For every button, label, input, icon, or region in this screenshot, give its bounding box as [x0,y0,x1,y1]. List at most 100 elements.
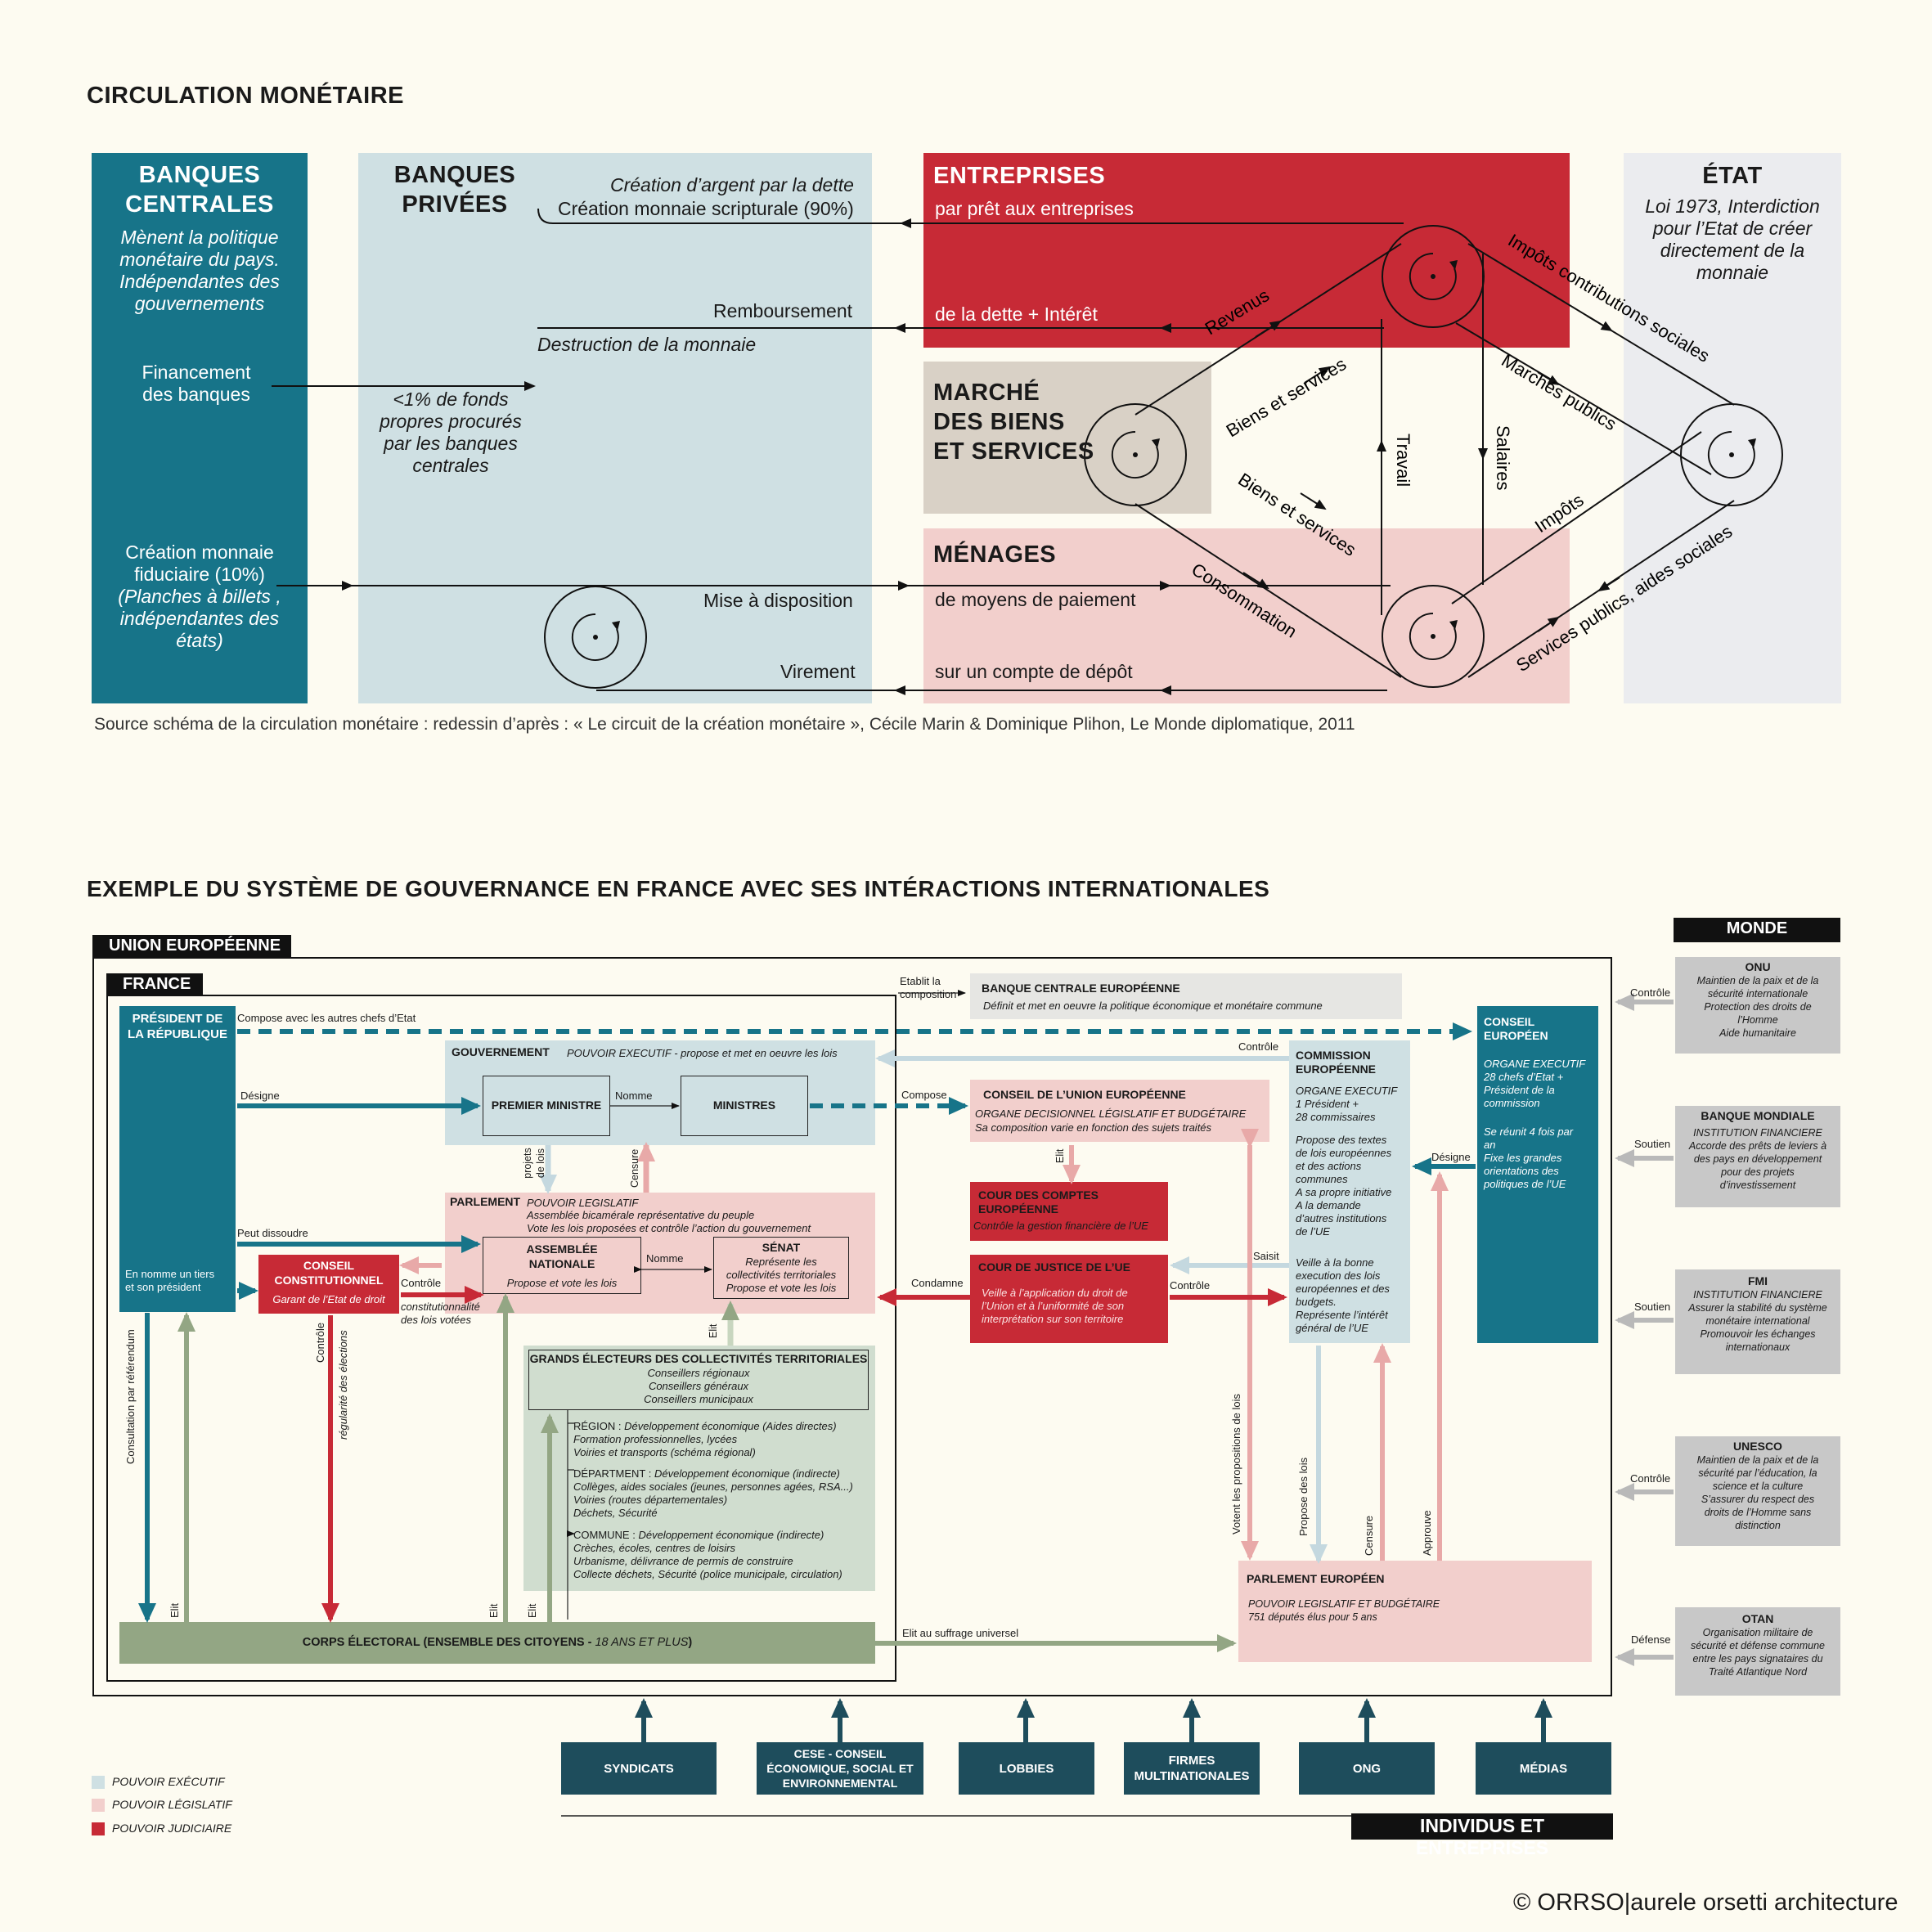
menages-compte: sur un compte de dépôt [935,661,1133,682]
individus-ong: ONG [1299,1742,1435,1795]
flow-label-services-publics: Services publics, aides sociales [1512,521,1736,676]
bp-title: BANQUES PRIVÉES [393,162,516,218]
individus-medias: MÉDIAS [1476,1742,1611,1795]
ge-dept: DÉPARTMENT : Développement économique (i… [573,1467,853,1519]
label-controle-cj: Contrôle [1170,1279,1211,1292]
legend-judiciaire: POUVOIR JUDICIAIRE [112,1822,232,1835]
ministres-box [681,1076,808,1136]
pe-block [1238,1561,1592,1662]
commission-title: COMMISSION EUROPÉENNE [1296,1049,1377,1076]
menages-moyens: de moyens de paiement [935,589,1136,610]
monde-unesco: UNESCO Maintien de la paix et de la sécu… [1675,1436,1840,1546]
flow-label-marches-publics: Marchés publics [1498,350,1620,434]
bce-block [970,973,1402,1019]
individus-syndicats: SYNDICATS [561,1742,717,1795]
bc-financement: Financement des banques [142,362,251,405]
label-projets-lois: projets de lois [522,1148,546,1179]
ccomptes-desc: Contrôle la gestion financière de l’UE [973,1220,1148,1232]
source-note: Source schéma de la circulation monétair… [94,715,1355,734]
flow-label-travail: Travail [1393,434,1413,487]
senat-title: SÉNAT [762,1241,801,1254]
president-block [119,1006,236,1312]
parlement-title: PARLEMENT [450,1195,521,1208]
entreprises-panel [923,153,1570,348]
unesco-desc: Maintien de la paix et de la sécurité pa… [1696,1454,1819,1531]
pe-title: PARLEMENT EUROPÉEN [1247,1572,1385,1585]
bp-remboursement: Remboursement [713,300,853,321]
pe-desc: POUVOIR LEGISLATIF ET BUDGÉTAIRE 751 dép… [1248,1598,1440,1623]
cjustice-title: COUR DE JUSTICE DE L’UE [978,1260,1130,1274]
parlement-sub: POUVOIR LEGISLATIF [527,1197,639,1209]
bc-creation-italic: (Planches à billets , indépendantes des … [118,586,281,651]
label-elit-an: Elit [488,1603,500,1618]
pm-box [483,1076,610,1136]
monde-banque-mondiale: BANQUE MONDIALE INSTITUTION FINANCIERE A… [1675,1106,1840,1207]
monde-tag: MONDE [1674,918,1840,942]
bc-creation: Création monnaie fiduciaire (10%) [125,541,274,585]
monetary-flow-arrows: Revenus Biens et services Biens et servi… [272,208,1783,695]
onu-title: ONU [1745,960,1771,973]
copyright: © ORRSO|aurele orsetti architecture [1513,1889,1898,1916]
unesco-title: UNESCO [1733,1440,1782,1453]
etat-panel [1624,153,1841,703]
ge-title: GRANDS ÉLECTEURS DES COLLECTIVITÉS TERRI… [529,1352,868,1365]
legend-executif: POUVOIR EXÉCUTIF [112,1775,225,1788]
parlement-desc: Assemblée bicamérale représentative du p… [527,1209,811,1234]
an-box [483,1237,641,1294]
cc-desc: Garant de l’Etat de droit [272,1293,385,1305]
ue-tag: UNION EUROPÉENNE [92,935,291,959]
label-compose-chefs: Compose avec les autres chefs d’Etat [237,1012,416,1024]
monde-onu: ONU Maintien de la paix et de la sécurit… [1675,957,1840,1054]
label-controle-commission: Contrôle [1238,1040,1279,1053]
ge-header-box [528,1350,869,1410]
label-monde-unesco: Contrôle [1630,1472,1671,1485]
flow-label-biens1: Biens et services [1223,353,1350,441]
bp-mise-disposition: Mise à disposition [703,590,853,611]
menages-panel [923,528,1570,703]
label-monde-onu: Contrôle [1630,986,1671,999]
bc-title: BANQUES CENTRALES [125,162,274,218]
otan-desc: Organisation militaire de sécurité et dé… [1691,1627,1825,1678]
legend-swatch-judiciaire [92,1822,105,1835]
corps-electoral-block [119,1622,875,1664]
flow-label-biens2: Biens et services [1234,469,1359,560]
cc-block [258,1255,399,1314]
france-tag: FRANCE [106,973,203,996]
label-referendum: Consultation par référendum [124,1329,137,1464]
conseil-eu-title: CONSEIL EUROPÉEN [1484,1015,1548,1042]
section-title-gouvernance: EXEMPLE DU SYSTÈME DE GOUVERNANCE EN FRA… [87,876,1270,901]
gouvernement-title: GOUVERNEMENT [452,1045,550,1058]
bm-desc: INSTITUTION FINANCIERE Accorde des prêts… [1688,1127,1827,1191]
corps-electoral-label: CORPS ÉLECTORAL (ENSEMBLE DES CITOYENS -… [302,1636,693,1649]
label-censure-gov: Censure [629,1148,640,1188]
label-controle-cc: Contrôle [401,1277,442,1289]
individus-firmes: FIRMES MULTINATIONALES [1124,1742,1260,1795]
label-nomme-an: Nomme [646,1252,684,1265]
commission-desc: ORGANE EXECUTIF 1 Président + 28 commiss… [1296,1085,1398,1123]
bc-desc: Mènent la politique monétaire du pays. I… [119,227,280,314]
monde-fmi: FMI INSTITUTION FINANCIERE Assurer la st… [1675,1269,1840,1374]
label-nomme-pm: Nomme [615,1090,653,1102]
conseil-eu-desc: ORGANE EXECUTIF 28 chefs d’Etat + Présid… [1484,1058,1586,1109]
label-constitutionnalite: constitutionnalité des lois votées [401,1301,480,1326]
label-approuve: Approuve [1421,1510,1433,1556]
senat-desc: Représente les collectivités territorial… [726,1256,837,1294]
governance-arrows [138,990,1674,1817]
cjustice-block [970,1255,1168,1343]
label-condamne: Condamne [911,1277,964,1289]
gouvernement-sub: POUVOIR EXECUTIF - propose et met en oeu… [567,1047,838,1059]
ccomptes-title: COUR DES COMPTES EUROPÉENNE [978,1188,1099,1215]
label-elit-senat: Elit [708,1323,719,1338]
label-elit-cue: Elit [1054,1148,1066,1163]
label-monde-otan: Défense [1631,1633,1671,1646]
conseil-eu-desc2: Se réunit 4 fois par an Fixe les grandes… [1484,1126,1574,1190]
etat-desc: Loi 1973, Interdiction pour l’Etat de cr… [1645,195,1820,283]
ge-sub: Conseillers régionaux Conseillers généra… [644,1367,753,1405]
bp-creation-dette: Création d’argent par la dette [610,174,854,195]
senat-box [713,1237,849,1299]
bp-scripturale: Création monnaie scripturale (90%) [558,198,854,219]
otan-title: OTAN [1741,1612,1774,1625]
bm-title: BANQUE MONDIALE [1701,1109,1815,1122]
entreprises-dette: de la dette + Intérêt [935,303,1098,325]
section-title-circulation: CIRCULATION MONÉTAIRE [87,83,405,109]
